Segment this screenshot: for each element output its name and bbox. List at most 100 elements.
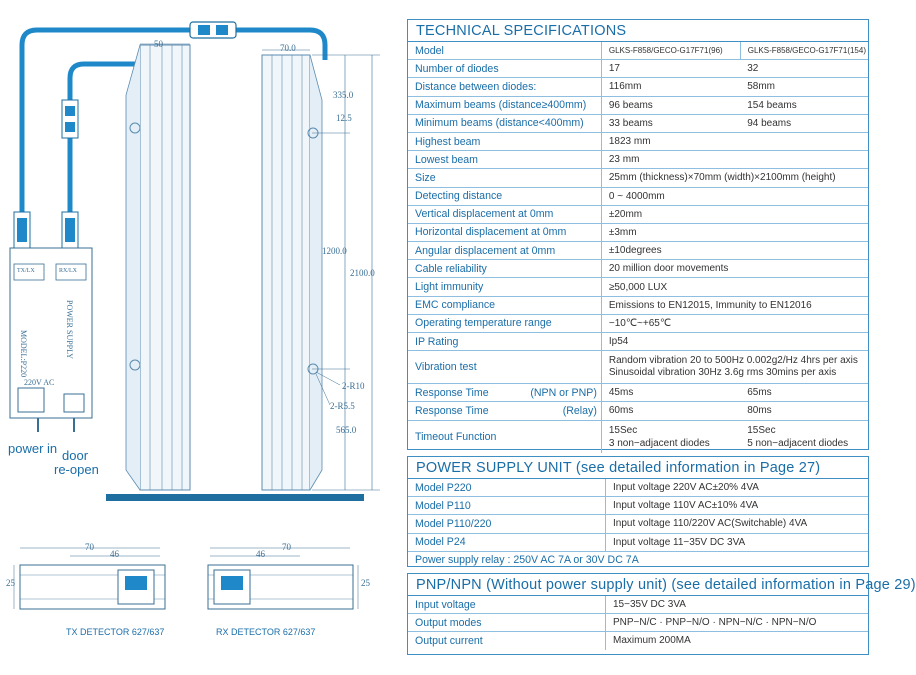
psu-label: Model P110 <box>408 496 606 516</box>
table-row: Vibration test Random vibration 20 to 50… <box>408 350 868 385</box>
spec-value: ±20mm <box>601 205 868 224</box>
response-qualifier: (Relay) <box>562 404 597 417</box>
dim-70: 70.0 <box>280 43 296 53</box>
spec-value: 96 beams <box>601 96 741 115</box>
table-row: Horizontal displacement at 0mm±3mm <box>408 223 868 243</box>
spec-label: Timeout Function <box>408 420 602 453</box>
floor-line <box>106 494 364 501</box>
spec-value: 20 million door movements <box>601 259 868 279</box>
spec-label: Angular displacement at 0mm <box>408 241 602 261</box>
spec-label: Cable reliability <box>408 259 602 279</box>
spec-label: IP Rating <box>408 332 602 352</box>
dim-335: 335.0 <box>333 90 354 100</box>
rx-dim-25: 25 <box>361 578 370 588</box>
spec-value: −10℃~+65℃ <box>601 314 868 334</box>
dim-1200: 1200.0 <box>322 246 347 256</box>
table-row: Angular displacement at 0mm±10degrees <box>408 241 868 261</box>
psu-relay-note: Power supply relay : 250V AC 7A or 30V D… <box>415 554 639 567</box>
spec-label: Minimum beams (distance<400mm) <box>408 114 602 133</box>
spec-label: Horizontal displacement at 0mm <box>408 223 602 243</box>
spec-value: 1823 mm <box>601 132 868 152</box>
spec-value: 33 beams <box>601 114 741 133</box>
box-terms-label: 220V AC <box>24 378 55 387</box>
rx-caption: RX DETECTOR 627/637 <box>216 627 316 637</box>
spec-value: 23 mm <box>601 150 868 170</box>
spec-value: 65ms <box>740 383 868 403</box>
dim-50: 50 <box>154 39 163 49</box>
tx-dim-70: 70 <box>85 542 94 552</box>
response-label: Response Time <box>415 386 489 399</box>
psu-value: Input voltage 110V AC±10% 4VA <box>605 496 868 516</box>
spec-value: ≥50,000 LUX <box>601 277 868 297</box>
table-row: Timeout Function 15Sec 3 non−adjacent di… <box>408 420 868 453</box>
spec-value: Emissions to EN12015, Immunity to EN1201… <box>601 296 868 315</box>
re-open-label: re-open <box>54 462 99 477</box>
pnp-value: Maximum 200MA <box>613 635 691 647</box>
box-supply-label: POWER SUPPLY <box>65 300 74 359</box>
drawing-svg <box>9 21 380 610</box>
inline-connector <box>61 99 79 139</box>
spec-value: 45ms <box>601 383 741 403</box>
box-model-label: MODEL:P220 <box>19 330 28 378</box>
psu-title: POWER SUPPLY UNIT (see detailed informat… <box>408 457 868 479</box>
table-row: Response Time (NPN or PNP) 45ms 65ms <box>408 383 868 403</box>
spec-value: 15Sec 5 non−adjacent diodes <box>740 420 868 453</box>
cable-door <box>67 61 138 215</box>
spec-value: 17 <box>601 59 741 79</box>
spec-value: 0 ~ 4000mm <box>601 187 868 206</box>
response-qualifier: (NPN or PNP) <box>530 386 597 399</box>
pnp-label: Output current <box>408 631 606 650</box>
dim-12-5: 12.5 <box>336 113 352 123</box>
pnp-title: PNP/NPN (Without power supply unit) (see… <box>408 574 916 596</box>
tx-dim-25: 25 <box>6 578 15 588</box>
psu-label: Model P24 <box>408 533 606 552</box>
technical-drawing: 50 70.0 335.0 12.5 1200.0 2100.0 2-R10 2… <box>0 0 400 675</box>
dim-2100: 2100.0 <box>350 268 375 278</box>
dim-r10: 2-R10 <box>342 381 365 391</box>
door-label: door <box>62 448 89 463</box>
table-row: Operating temperature range−10℃~+65℃ <box>408 314 868 334</box>
table-row: Vertical displacement at 0mm±20mm <box>408 205 868 224</box>
power-in-label: power in <box>8 441 58 456</box>
response-label: Response Time <box>415 404 489 417</box>
spec-label: Vertical displacement at 0mm <box>408 205 602 224</box>
tx-detector-bar <box>139 44 191 491</box>
tech-spec-table: Model GLKS-F858/GECO-G17F71(96) GLKS-F85… <box>408 42 868 453</box>
box-tx-label: TX/LX <box>17 268 35 274</box>
spec-value: Random vibration 20 to 500Hz 0.002g2/Hz … <box>601 350 868 385</box>
spec-label: Operating temperature range <box>408 314 602 334</box>
dim-r5-5: 2-R5.5 <box>330 401 355 411</box>
spec-value: GLKS-F858/GECO-G17F71(96) <box>601 42 741 61</box>
cable-rx <box>235 27 328 60</box>
box-rx-label: RX/LX <box>59 268 77 274</box>
spec-value: 60ms <box>601 401 741 421</box>
table-row: Model GLKS-F858/GECO-G17F71(96) GLKS-F85… <box>408 42 868 61</box>
psu-value: Input voltage 220V AC±20% 4VA <box>605 479 868 498</box>
spec-value: 80ms <box>740 401 868 421</box>
pnp-label: Output modes <box>408 613 606 633</box>
spec-label: Number of diodes <box>408 59 602 79</box>
spec-value: 32 <box>740 59 868 79</box>
spec-label: Response Time (Relay) <box>408 401 602 421</box>
spec-label: Response Time (NPN or PNP) <box>408 383 602 403</box>
rx-detector-bar <box>261 54 311 491</box>
spec-value: GLKS-F858/GECO-G17F71(154) <box>740 42 868 61</box>
pnp-value: 15−35V DC 3VA <box>605 596 868 615</box>
spec-value: ±3mm <box>601 223 868 243</box>
spec-label: EMC compliance <box>408 296 602 315</box>
pnp-npn-box: PNP/NPN (Without power supply unit) (see… <box>407 573 916 655</box>
